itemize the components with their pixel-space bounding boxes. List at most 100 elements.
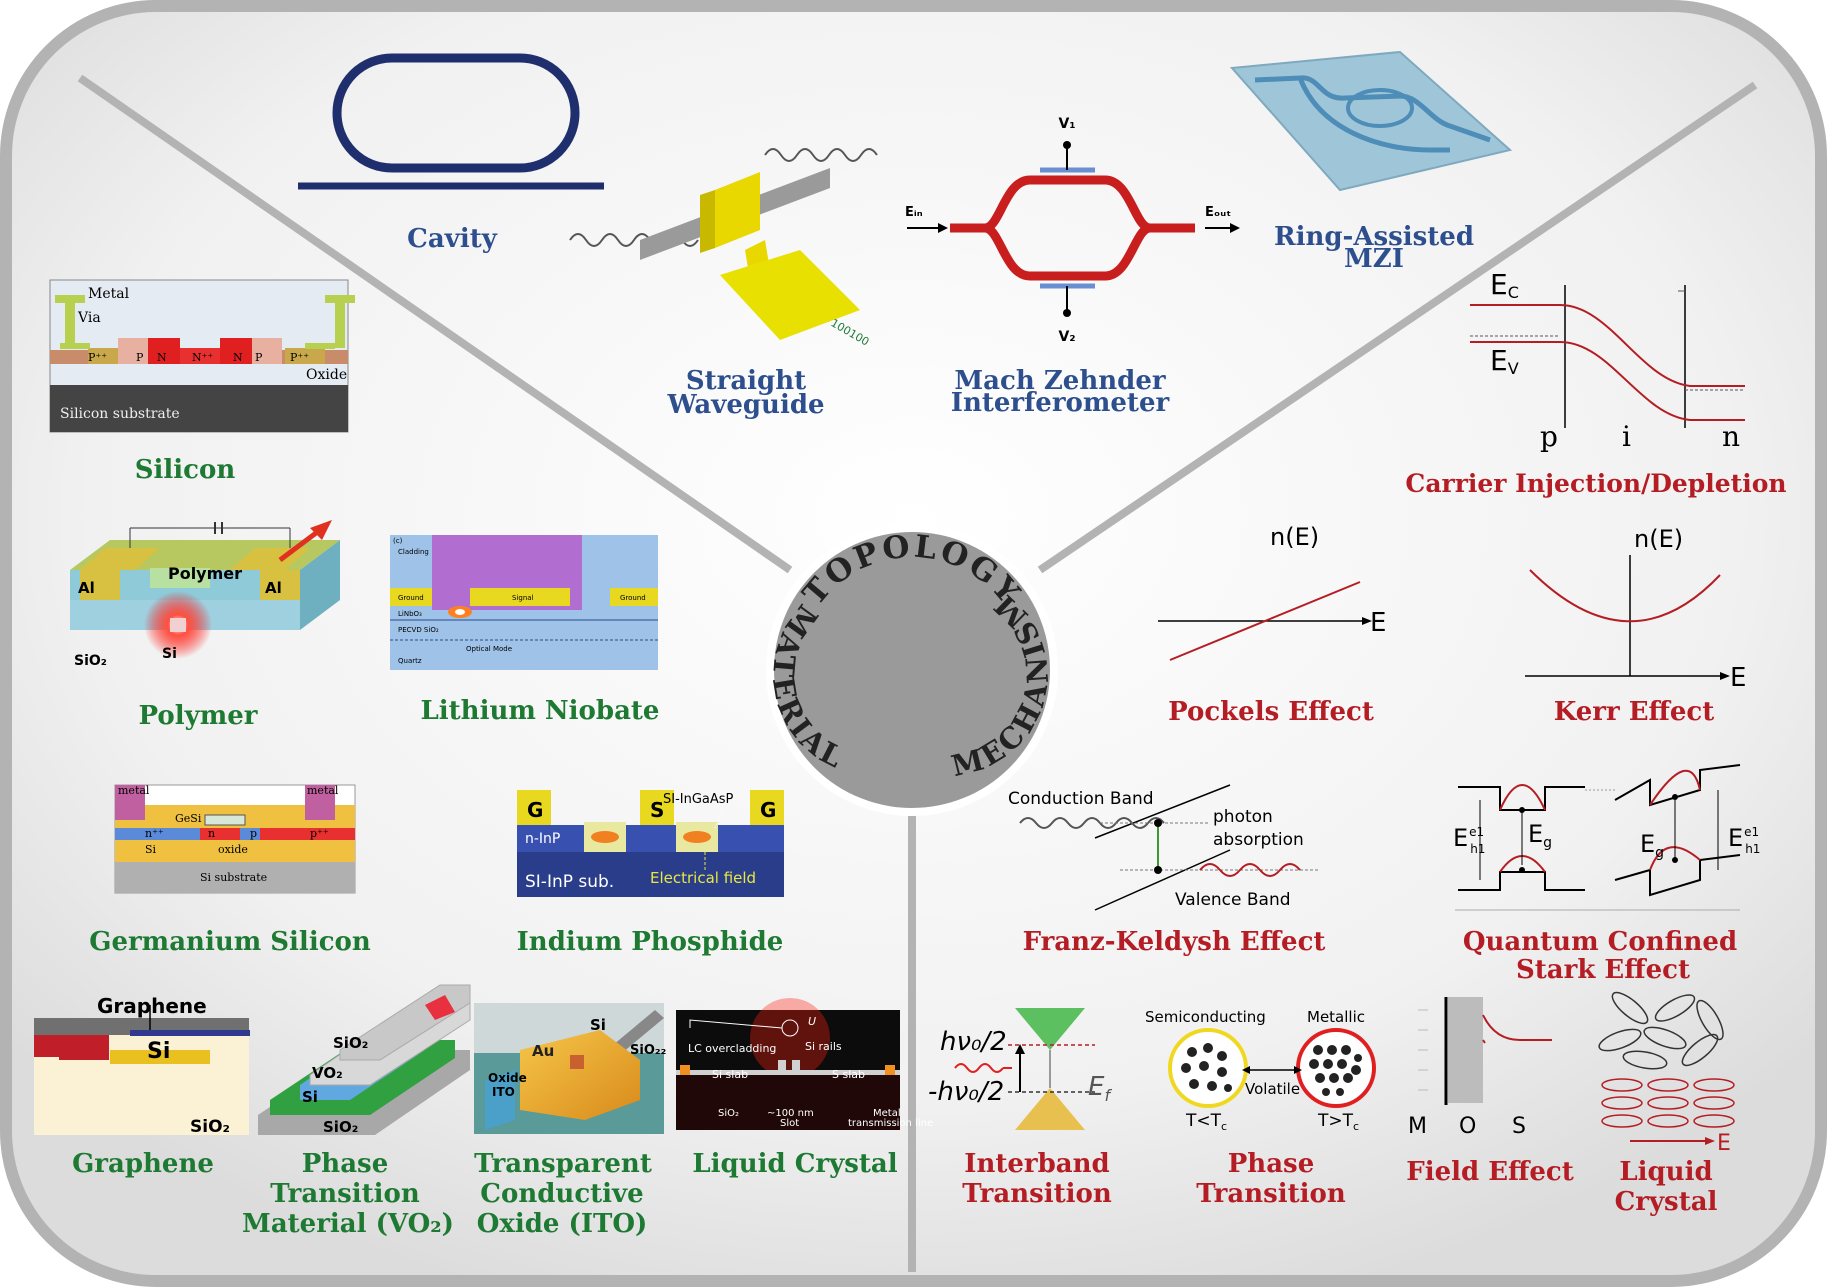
svg-text:Ground: Ground (398, 594, 424, 602)
lithium-niobate-label: Lithium Niobate (421, 696, 660, 726)
svg-text:transmission line: transmission line (848, 1118, 933, 1129)
pockels-illustration (1158, 581, 1372, 661)
svg-text:p: p (250, 827, 257, 840)
gesi-illustration (114, 784, 356, 894)
fk-vb-label: Valence Band (1175, 890, 1291, 910)
silicon-via-label: Via (77, 310, 101, 326)
carrier-labels: EC EV (1490, 268, 1519, 378)
svg-text:GeSi: GeSi (175, 812, 202, 825)
silicon-oxide-label: Oxide (306, 367, 347, 383)
mzi-label-1: Mach Zehnder (954, 366, 1165, 396)
svg-text:EC: EC (1490, 268, 1519, 302)
mzi-v2-label: V₂ (1059, 329, 1076, 345)
fk-absorption-label: absorption (1213, 830, 1304, 850)
tco-label-1: Transparent (474, 1149, 652, 1179)
tco-label-3: Oxide (ITO) (477, 1209, 648, 1239)
kerr-y-label: n(E) (1634, 525, 1683, 553)
svg-text:PECVD SiO₂: PECVD SiO₂ (398, 626, 439, 634)
svg-text:Si rails: Si rails (805, 1040, 842, 1053)
ptm-label-1: Phase (302, 1149, 388, 1179)
pt-volatile-label: Volatile (1245, 1080, 1300, 1098)
svg-text:~100 nm: ~100 nm (767, 1108, 814, 1119)
tco-label-2: Conductive (480, 1179, 643, 1209)
svg-text:Quartz: Quartz (398, 657, 422, 665)
svg-text:P: P (255, 351, 263, 364)
svg-text:SI-InGaAsP: SI-InGaAsP (663, 792, 734, 807)
silicon-metal-label: Metal (88, 286, 130, 302)
polymer-al-left-label: Al (78, 579, 95, 597)
fe-m-label: M (1408, 1114, 1427, 1139)
ptm-illustration (258, 984, 471, 1135)
svg-text:Si: Si (302, 1088, 318, 1106)
lc-mechanism-e-label: E (1717, 1131, 1731, 1156)
lc-material-illustration (676, 998, 900, 1130)
inp-illustration (517, 790, 784, 897)
pt-tlow-label: T<Tc (1185, 1111, 1227, 1133)
svg-text:N: N (157, 351, 167, 364)
interband-top-label: hν₀/2 (940, 1027, 1007, 1057)
svg-text:Si: Si (590, 1016, 606, 1034)
interband-ef-label: Ef (1088, 1072, 1112, 1105)
svg-text:Eg: Eg (1528, 820, 1552, 851)
svg-text:Metal: Metal (873, 1108, 901, 1119)
svg-text:P: P (136, 351, 144, 364)
divider-topology-material (77, 74, 793, 574)
mzi-label-2: Interferometer (951, 388, 1170, 418)
svg-text:SiO₂: SiO₂ (333, 1034, 368, 1052)
svg-text:Au: Au (532, 1042, 554, 1060)
svg-text:Si slab: Si slab (712, 1068, 748, 1081)
svg-text:Si substrate: Si substrate (200, 871, 267, 884)
carrier-label: Carrier Injection/Depletion (1405, 469, 1786, 498)
gesi-labels: metal metal GeSi Si oxide Si substrate n… (118, 784, 339, 884)
ring-mzi-illustration (1229, 50, 1513, 192)
gesi-label: Germanium Silicon (89, 927, 371, 957)
ring-mzi-label-2: MZI (1344, 244, 1404, 274)
svg-text:Oxide: Oxide (488, 1071, 527, 1085)
svg-text:P⁺⁺: P⁺⁺ (290, 351, 309, 364)
svg-text:LiNbO₃: LiNbO₃ (398, 610, 422, 618)
tco-illustration (474, 1003, 664, 1134)
fe-o-label: O (1459, 1114, 1476, 1139)
svg-text:n-InP: n-InP (525, 831, 560, 847)
svg-text:U: U (808, 1015, 816, 1028)
pt-label-2: Transition (1196, 1179, 1346, 1209)
interband-label-2: Transition (962, 1179, 1112, 1209)
graphene-label: Graphene (72, 1149, 214, 1179)
kerr-x-label: E (1730, 663, 1746, 693)
field-effect-label: Field Effect (1406, 1157, 1574, 1187)
silicon-illustration (49, 279, 355, 433)
svg-text:SiO₂: SiO₂ (323, 1118, 358, 1136)
silicon-label: Silicon (135, 455, 236, 485)
qcse-label-1: Quantum Confined (1463, 927, 1737, 957)
svg-text:SiO₂: SiO₂ (718, 1108, 739, 1119)
svg-text:P⁺⁺: P⁺⁺ (88, 351, 107, 364)
polymer-sio2-label: SiO₂ (74, 653, 107, 669)
silicon-doping-labels: P⁺⁺ P N N⁺⁺ N P P⁺⁺ (88, 351, 309, 364)
mzi-illustration (907, 141, 1240, 317)
pockels-label: Pockels Effect (1168, 697, 1374, 727)
tco-labels: Si Au SiO₂₂ Oxide ITO (488, 1016, 666, 1099)
svg-text:Cladding: Cladding (398, 548, 429, 556)
lc-mechanism-illustration (1598, 991, 1735, 1142)
graphene-si-label: Si (147, 1039, 170, 1064)
inp-label: Indium Phosphide (517, 927, 784, 957)
lc-mechanism-arrowhead (1705, 1137, 1715, 1145)
lithium-niobate-illustration (390, 535, 658, 670)
svg-text:Si: Si (145, 843, 157, 856)
svg-text:N⁺⁺: N⁺⁺ (192, 351, 213, 364)
pt-thigh-label: T>Tc (1317, 1111, 1359, 1133)
interband-illustration (954, 1008, 1095, 1130)
svg-text:Slot: Slot (780, 1118, 799, 1129)
lc-mechanism-label-2: Crystal (1615, 1187, 1718, 1217)
polymer-si-label: Si (162, 646, 177, 662)
pt-semi-label: Semiconducting (1145, 1008, 1266, 1026)
polymer-al-right-label: Al (265, 579, 282, 597)
straight-waveguide-label-1: Straight (686, 366, 806, 396)
svg-text:G: G (527, 798, 543, 822)
mzi-ein-label: Eᵢₙ (905, 205, 923, 220)
silicon-substrate-label: Silicon substrate (60, 406, 180, 422)
inp-labels: G S G SI-InGaAsP n-InP SI-InP sub. Elect… (525, 792, 776, 892)
svg-text:Ground: Ground (620, 594, 646, 602)
svg-text:p⁺⁺: p⁺⁺ (310, 827, 329, 840)
